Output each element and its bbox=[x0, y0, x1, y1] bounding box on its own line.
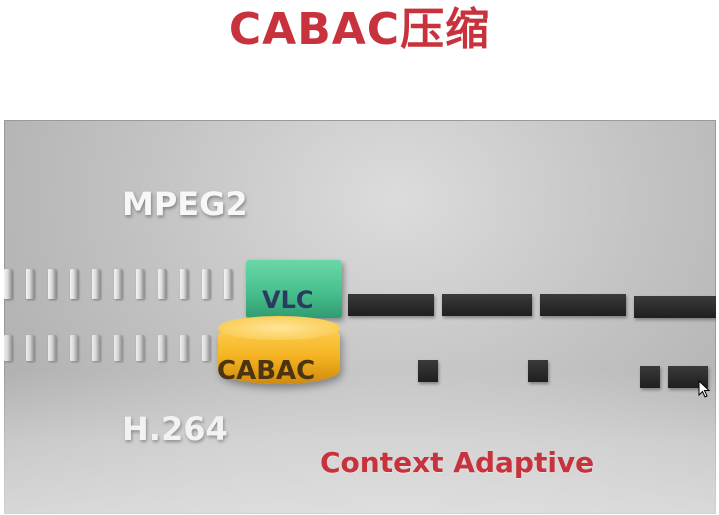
input-bit bbox=[202, 335, 210, 361]
input-bit bbox=[92, 335, 100, 361]
context-adaptive-caption: Context Adaptive bbox=[320, 446, 595, 479]
input-bit bbox=[4, 269, 12, 299]
input-bit bbox=[70, 269, 78, 299]
cabac-output-bit bbox=[418, 360, 438, 382]
vlc-output-bit bbox=[442, 294, 532, 316]
cabac-output-bit bbox=[668, 366, 708, 388]
video-frame: MPEG2 VLC CABAC H.2 bbox=[4, 120, 716, 514]
input-bit bbox=[26, 269, 34, 299]
input-bit bbox=[70, 335, 78, 361]
input-bit bbox=[136, 269, 144, 299]
input-bit bbox=[48, 269, 56, 299]
mpeg2-input-bits bbox=[4, 264, 246, 304]
input-bit bbox=[136, 335, 144, 361]
cabac-label: CABAC bbox=[217, 356, 316, 386]
mpeg2-label: MPEG2 bbox=[122, 185, 248, 223]
mouse-pointer-icon bbox=[698, 380, 710, 398]
floor-reflection bbox=[4, 370, 716, 514]
input-bit bbox=[224, 269, 232, 299]
h264-label: H.264 bbox=[122, 410, 228, 448]
h264-input-bits bbox=[4, 328, 224, 368]
input-bit bbox=[114, 269, 122, 299]
vlc-output-bit bbox=[634, 296, 716, 318]
input-bit bbox=[180, 335, 188, 361]
input-bit bbox=[180, 269, 188, 299]
vlc-output-bit bbox=[540, 294, 626, 316]
input-bit bbox=[4, 335, 12, 361]
input-bit bbox=[48, 335, 56, 361]
input-bit bbox=[202, 269, 210, 299]
vlc-encoder-block bbox=[246, 260, 342, 318]
vlc-label: VLC bbox=[262, 286, 314, 314]
input-bit bbox=[114, 335, 122, 361]
input-bit bbox=[26, 335, 34, 361]
cabac-output-bit bbox=[640, 366, 660, 388]
slide-title: CABAC压缩 bbox=[228, 4, 491, 55]
input-bit bbox=[158, 269, 166, 299]
vlc-output-bit bbox=[348, 294, 434, 316]
cabac-output-bit bbox=[528, 360, 548, 382]
input-bit bbox=[158, 335, 166, 361]
input-bit bbox=[92, 269, 100, 299]
cabac-encoder-top bbox=[218, 316, 340, 340]
